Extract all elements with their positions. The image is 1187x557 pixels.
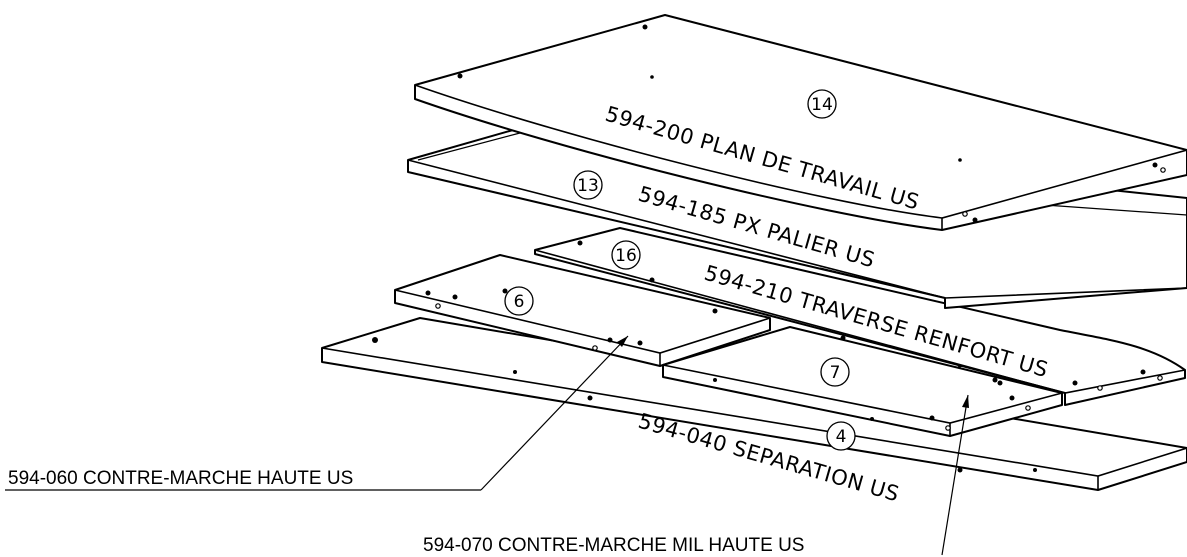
leader-contre-marche-mil-haute (941, 394, 969, 556)
balloon-14: 14 (807, 89, 837, 119)
callout-contre-marche-mil-haute: 594-070 CONTRE-MARCHE MIL HAUTE US (423, 535, 804, 556)
balloon-16-number: 16 (615, 246, 637, 266)
balloon-16: 16 (611, 240, 641, 270)
balloon-13: 13 (573, 170, 603, 200)
balloon-6-number: 6 (514, 292, 525, 312)
part-16-traverse-renfort (534, 227, 1186, 406)
balloon-7: 7 (820, 357, 850, 387)
balloon-4-number: 4 (836, 427, 847, 447)
balloon-4: 4 (826, 421, 856, 451)
callout-contre-marche-haute: 594-060 CONTRE-MARCHE HAUTE US (8, 468, 353, 489)
balloon-7-number: 7 (830, 363, 841, 383)
balloon-13-number: 13 (577, 176, 599, 196)
balloon-6: 6 (504, 286, 534, 316)
leader-contre-marche-haute (5, 335, 629, 491)
part-6-contre-marche-haute (394, 254, 771, 367)
part-4-separation-panel (321, 317, 1187, 491)
balloon-14-number: 14 (811, 95, 833, 115)
part-14-plan-de-travail (414, 14, 1187, 231)
